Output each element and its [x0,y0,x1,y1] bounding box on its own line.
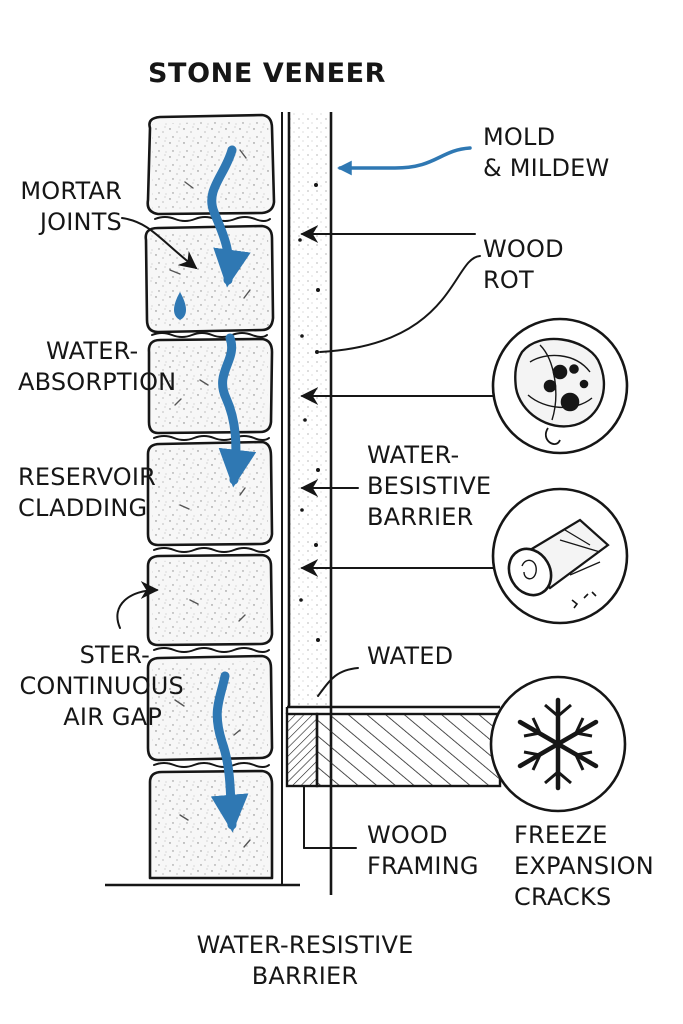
label-water-besistive-barrier: WATER- BESISTIVE BARRIER [367,441,492,531]
leader-air-gap [116,581,159,629]
water-arrow [218,333,257,488]
label-mortar-joints: MORTAR JOINTS [20,177,122,236]
label-wood-rot: WOOD ROT [483,235,564,294]
rotted-log-circle-icon [491,487,629,625]
label-continuous-air-gap: STER- CONTINUOUS AIR GAP [19,641,184,731]
label-water-absorption: WATER- ABSORPTION [18,337,177,396]
leader-mold [337,146,472,176]
leader-wated [317,667,359,697]
snowflake-crack-circle-icon [489,675,627,813]
label-freeze-expansion-cracks: FREEZE EXPANSION CRACKS [514,821,654,911]
framing-end-grain [285,712,319,788]
diagram-title: STONE VENEER [148,58,387,89]
label-reservoir-cladding: RESERVOIR CLADDING [18,463,157,522]
label-wood-framing: WOOD FRAMING [367,821,479,880]
water-droplet-icon [174,292,186,320]
wood-framing-sill [285,705,502,788]
leader-wood-rot [319,255,481,353]
label-wated: WATED [367,642,454,670]
air-gap-dots [298,183,320,642]
water-arrow [207,145,251,288]
label-mold-mildew: MOLD & MILDEW [483,123,610,182]
framing-plate [315,712,502,788]
water-flow-arrows [207,145,257,833]
water-arrow [210,671,249,833]
air-gap-layer [289,112,329,707]
leader-mortar-joints [121,217,198,270]
label-water-resistive-barrier: WATER-RESISTIVE BARRIER [196,931,414,990]
moldy-wood-circle-icon [491,317,629,455]
